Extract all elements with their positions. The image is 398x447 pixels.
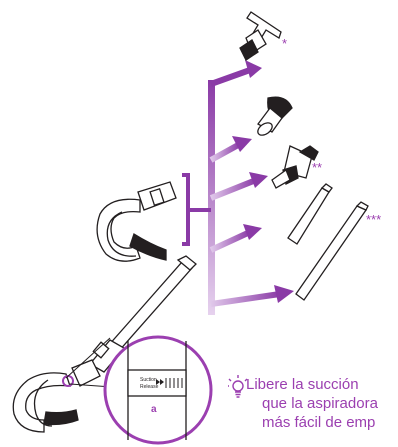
asterisk-marker-3: ***: [366, 212, 381, 227]
hose-upper: [97, 182, 176, 261]
label-a: a: [151, 404, 157, 415]
suction-release-detail: Suction Release a: [105, 337, 211, 443]
asterisk-marker-1: *: [282, 36, 287, 51]
tip-line-1: Libere la succión: [246, 375, 359, 394]
band-label-suction: Suction: [140, 377, 157, 383]
hose-bracket: [182, 175, 188, 244]
dust-brush-tool: [256, 97, 292, 138]
tip-block: Libere la succión que la aspiradora más …: [228, 375, 398, 447]
arrow-head-5: [274, 285, 294, 303]
tip-line-2: que la aspiradora: [262, 394, 378, 413]
arrow-head-1: [245, 60, 262, 78]
short-crevice-tool: [288, 184, 332, 244]
lightbulb-icon: [228, 375, 248, 399]
band-label-release: Release: [140, 384, 159, 390]
asterisk-marker-2: **: [312, 160, 322, 175]
tip-line-3: más fácil de emp: [262, 413, 375, 432]
wide-tool: [240, 12, 281, 60]
